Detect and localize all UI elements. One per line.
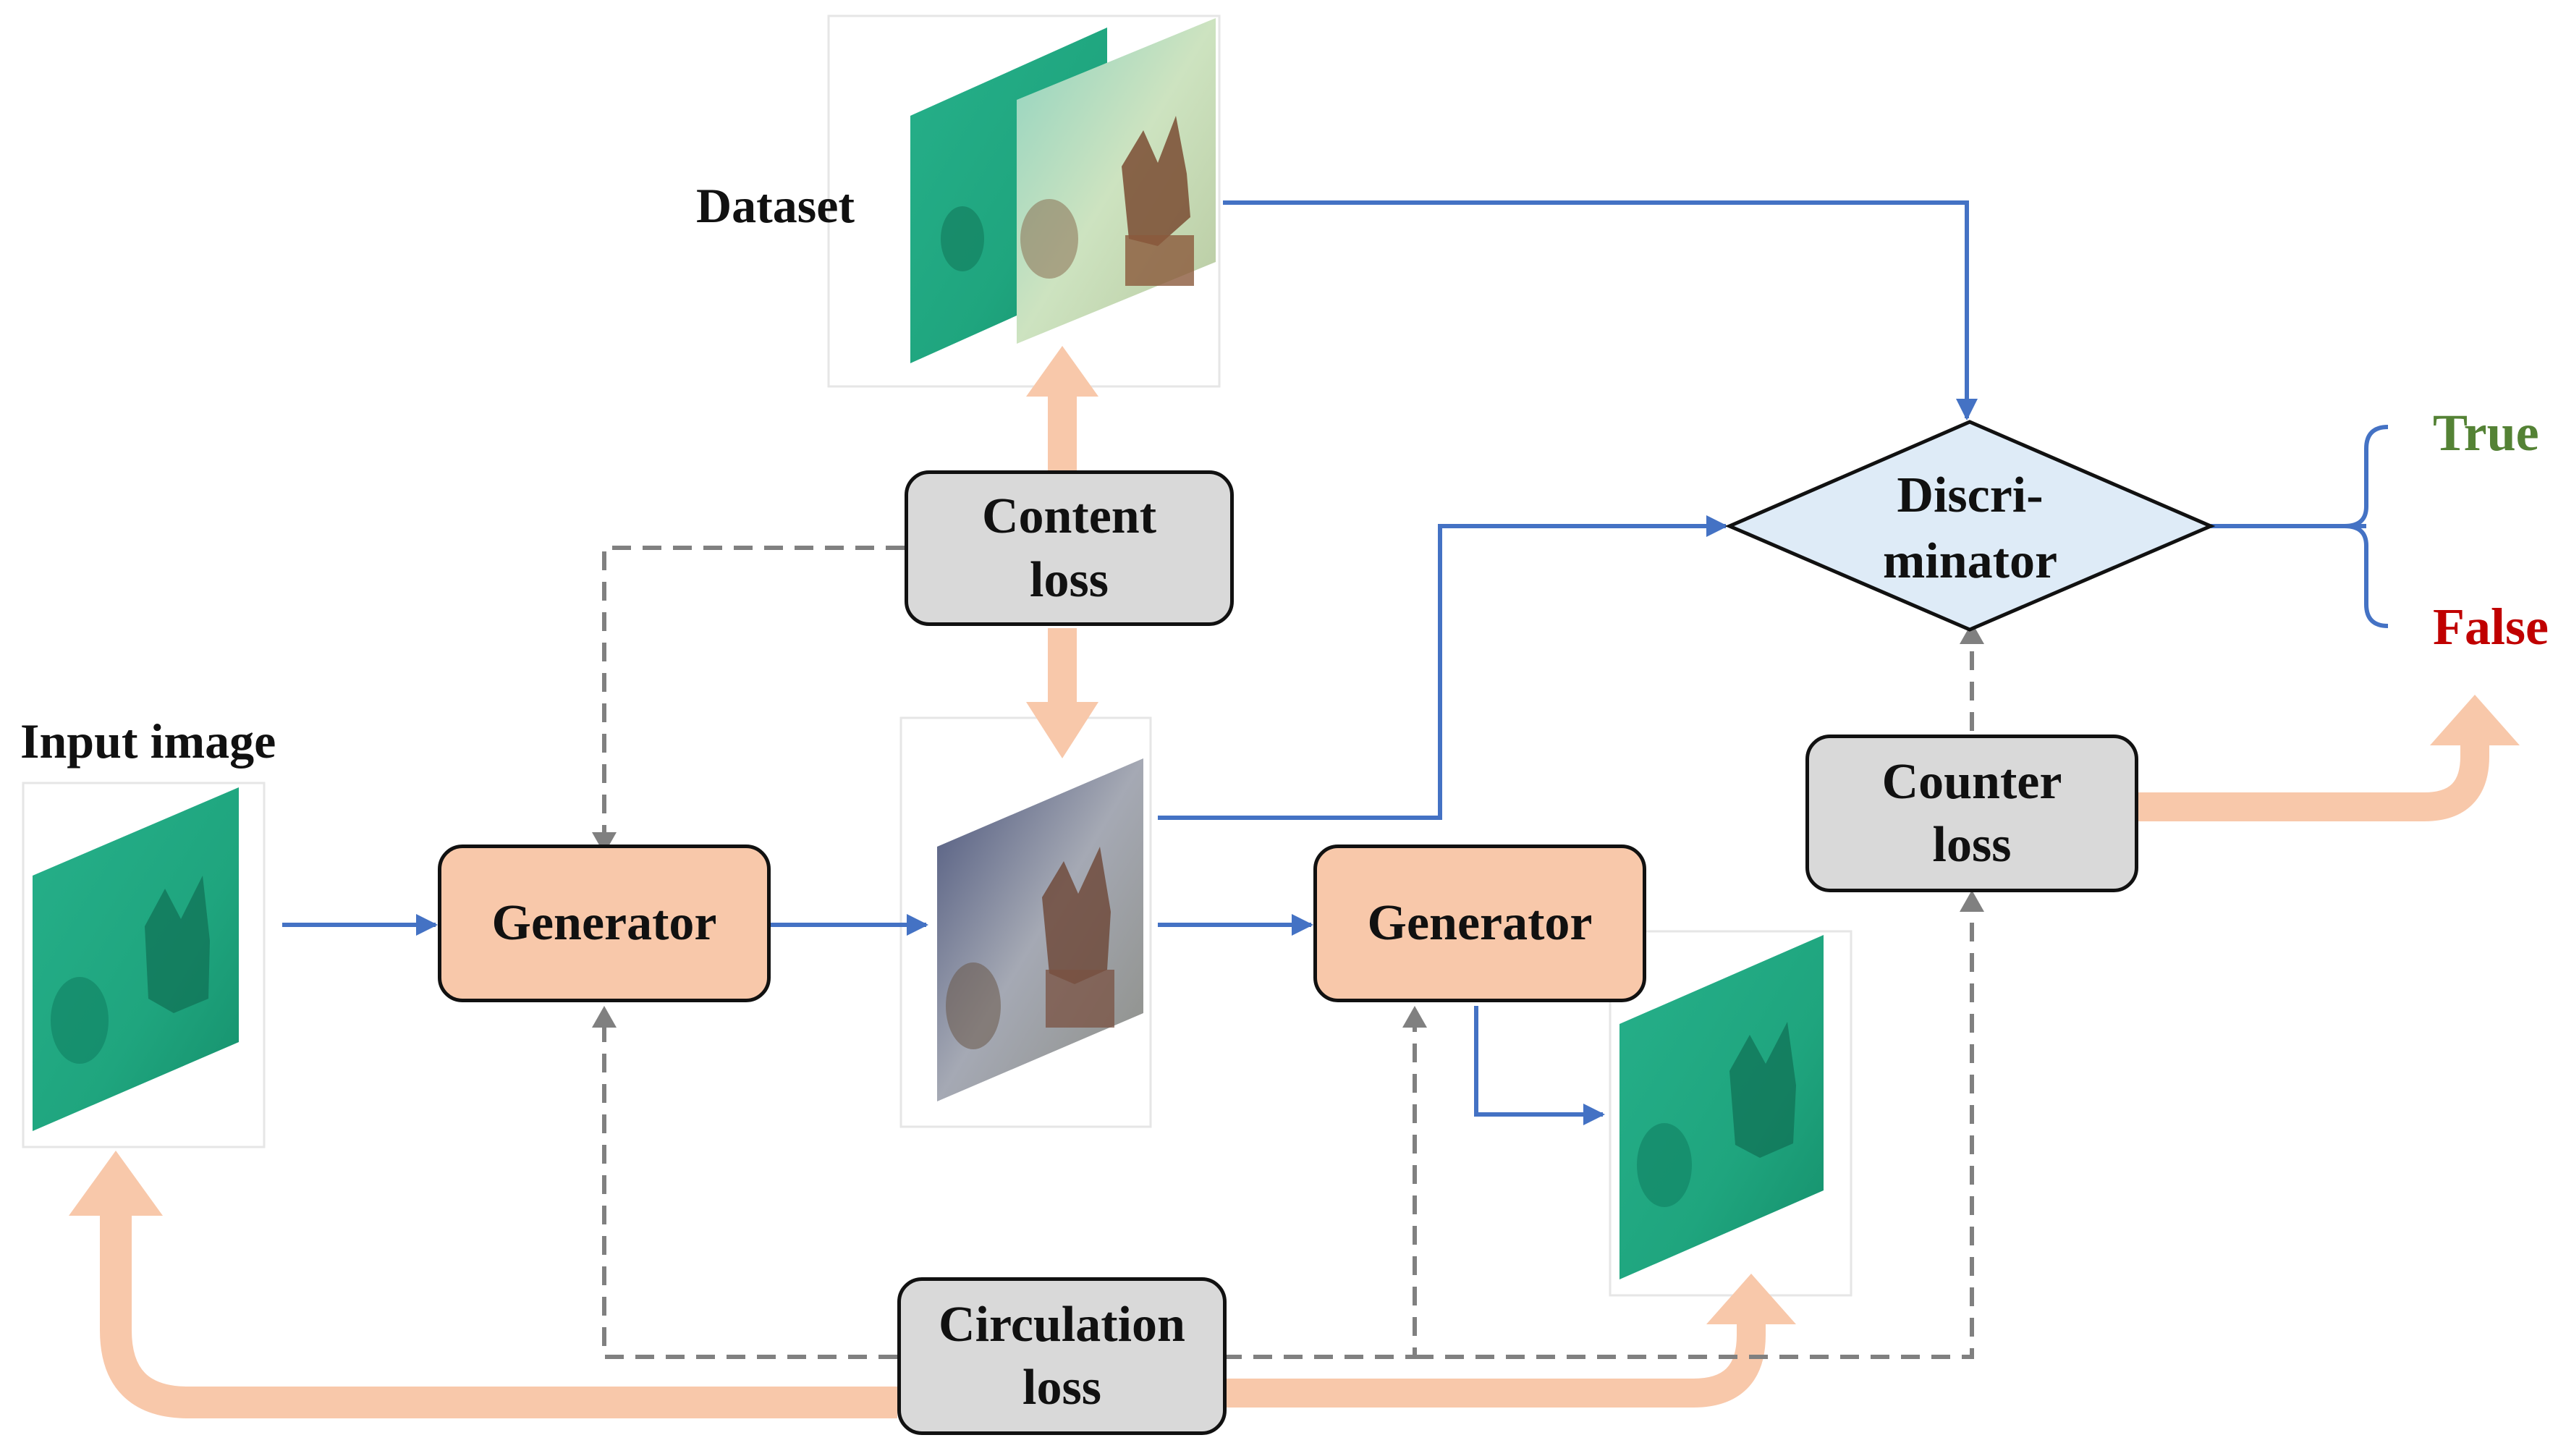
- false-label: False: [2433, 598, 2549, 656]
- counter-to-discriminator-arrowhead: [1960, 622, 1984, 644]
- circulation-to-counter-arrowhead: [1960, 890, 1984, 912]
- content-loss-dashed-arrowhead: [592, 832, 617, 854]
- input-underwater-image: [33, 787, 239, 1131]
- circulation-to-generator2-arrowhead: [1402, 1006, 1427, 1028]
- discriminator-line1: Discri-: [1897, 467, 2044, 523]
- dataset-label: Dataset: [696, 178, 855, 233]
- counter-loss-box: Counter loss: [1805, 735, 2138, 892]
- circulation-loss-line1: Circulation: [939, 1296, 1185, 1353]
- generator-1-label: Generator: [491, 895, 717, 952]
- circulation-to-counter-dashed-line: [1415, 908, 1974, 1359]
- true-label: True: [2433, 404, 2539, 462]
- generator2-to-reconstructed-arrow: [1474, 1006, 1605, 1125]
- dataset-reference-image: [1017, 18, 1216, 344]
- generator-2-box: Generator: [1313, 845, 1646, 1002]
- circulation-to-generator1-arrowhead: [592, 1006, 617, 1028]
- counter-loss-to-output-arrow: [2138, 695, 2520, 821]
- circulation-loss-to-input-arrow: [69, 1151, 897, 1418]
- circulation-loss-line2: loss: [1022, 1360, 1101, 1415]
- counter-loss-line2: loss: [1932, 817, 2012, 873]
- enhanced-to-discriminator-arrow: [1158, 515, 1728, 820]
- circulation-loss-to-reconstructed-arrow: [1223, 1274, 1796, 1408]
- content-loss-to-enhanced-arrow: [1026, 628, 1098, 758]
- enhanced-image: [937, 758, 1143, 1101]
- circulation-loss-dashed-line-right: [1223, 1024, 1417, 1359]
- dataset-to-discriminator-arrow: [1223, 200, 1978, 420]
- generator-1-box: Generator: [438, 845, 771, 1002]
- circulation-loss-dashed-line-left: [602, 1024, 897, 1359]
- content-loss-box: Content loss: [905, 470, 1234, 626]
- content-loss-to-dataset-arrow: [1026, 346, 1098, 470]
- reconstructed-underwater-image: [1619, 935, 1824, 1279]
- circulation-loss-box: Circulation loss: [897, 1277, 1227, 1435]
- content-loss-dashed-line: [602, 546, 905, 839]
- counter-loss-line1: Counter: [1881, 753, 2062, 810]
- input-image-label: Input image: [20, 714, 276, 769]
- content-loss-line2: loss: [1030, 551, 1109, 608]
- discriminator-label: Discri- minator: [1787, 456, 2153, 601]
- generator-2-label: Generator: [1367, 895, 1593, 952]
- content-loss-line1: Content: [981, 488, 1157, 544]
- discriminator-diamond: [1724, 420, 2216, 632]
- discriminator-line2: minator: [1882, 533, 2058, 589]
- output-bracket: [2344, 425, 2389, 628]
